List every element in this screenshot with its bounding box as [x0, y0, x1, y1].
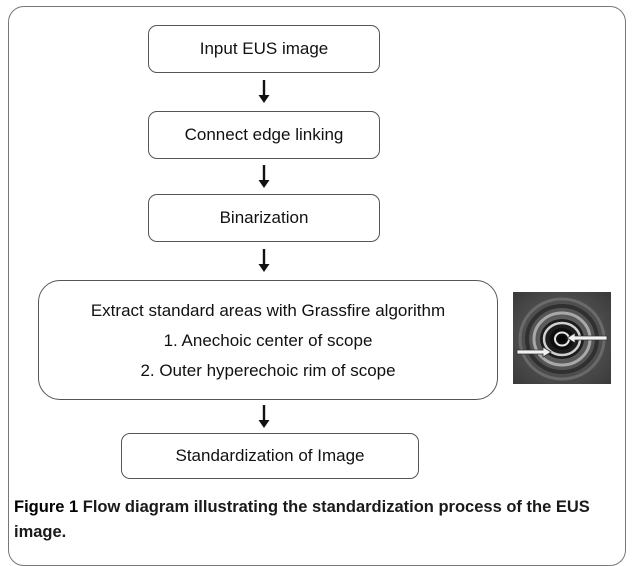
eus-image-thumbnail	[513, 292, 611, 384]
step-label: Connect edge linking	[184, 125, 344, 144]
caption-text: Flow diagram illustrating the standardiz…	[14, 498, 590, 541]
down-arrow-icon	[258, 165, 270, 188]
step-extract-standard-areas: Extract standard areas with Grassfire al…	[38, 280, 498, 400]
step-label: Standardization of Image	[175, 446, 365, 465]
figure-caption: Figure 1 Flow diagram illustrating the s…	[14, 495, 620, 545]
step-title: Extract standard areas with Grassfire al…	[90, 301, 446, 320]
step-binarization: Binarization	[148, 194, 380, 242]
down-arrow-icon	[258, 80, 270, 103]
step-label: Input EUS image	[199, 39, 329, 58]
caption-label: Figure 1	[14, 498, 79, 516]
step-standardization-of-image: Standardization of Image	[121, 433, 419, 479]
step-item: 1. Anechoic center of scope	[163, 331, 373, 350]
step-input-eus-image: Input EUS image	[148, 25, 380, 73]
step-connect-edge-linking: Connect edge linking	[148, 111, 380, 159]
down-arrow-icon	[258, 249, 270, 272]
step-item: 2. Outer hyperechoic rim of scope	[140, 361, 396, 380]
step-label: Binarization	[219, 208, 309, 227]
down-arrow-icon	[258, 405, 270, 428]
